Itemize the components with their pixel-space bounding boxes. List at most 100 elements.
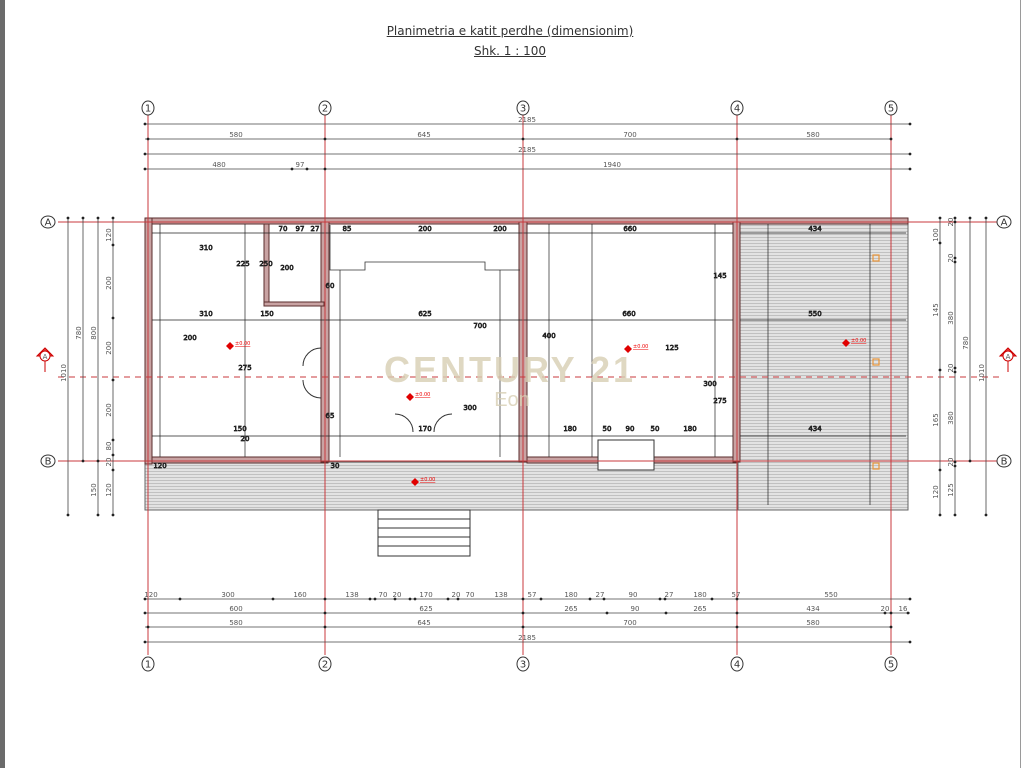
interior-dim-label: 310 <box>199 310 212 318</box>
grid-label-A: A <box>1001 218 1008 229</box>
interior-dim-label: 310 <box>199 244 212 252</box>
left-dim-detail-label: 120 <box>105 228 113 241</box>
right-dim-columns-label: 20 <box>947 364 955 373</box>
bottom-dim-detail-label: 550 <box>824 591 837 599</box>
bottom-dim-detail-label: 138 <box>494 591 507 599</box>
left-dim-partial-tick <box>96 459 100 463</box>
left-dim-detail-tick <box>111 243 115 247</box>
top-dim-axes-label: 580 <box>229 131 242 139</box>
left-dim-detail-label: 200 <box>105 276 113 289</box>
section-label: A <box>43 353 48 361</box>
right-dim-detail-tick <box>938 368 942 372</box>
bottom-dim-axes-tick <box>889 625 893 629</box>
bottom-dim-openings-label: 625 <box>419 605 432 613</box>
interior-dim-label: 300 <box>703 380 716 388</box>
bottom-dim-openings-label: 265 <box>564 605 577 613</box>
grid-bubble-B <box>996 454 1012 468</box>
column-marker-icon <box>872 462 880 470</box>
bottom-dim-detail-tick <box>408 597 412 601</box>
grid-bubble-3 <box>516 100 530 116</box>
entry-steps <box>377 509 471 557</box>
bottom-dim-detail-label: 70 <box>466 591 475 599</box>
interior-dim-label: 660 <box>623 225 636 233</box>
right-dim-columns-tick <box>953 366 957 370</box>
interior-dim-label: 20 <box>241 435 250 443</box>
interior-dim-label: 300 <box>463 404 476 412</box>
elevation-icon <box>406 393 414 401</box>
bottom-dim-detail-tick <box>908 597 912 601</box>
interior-dim-label: 70 <box>279 225 288 233</box>
interior-dim-label: 400 <box>542 332 555 340</box>
left-dim-detail-tick <box>111 378 115 382</box>
bottom-dim-axes-label: 645 <box>417 619 430 627</box>
left-dim-overall-tick <box>66 216 70 220</box>
right-dim-columns-label: 125 <box>947 483 955 496</box>
right-dim-detail-tick <box>938 241 942 245</box>
elevation-label: ±0.00 <box>633 344 648 350</box>
grid-bubble-A <box>996 215 1012 229</box>
top-dim-partial-tick <box>305 167 309 171</box>
elevation-label: ±0.00 <box>420 477 435 483</box>
bottom-dim-detail-tick <box>658 597 662 601</box>
bottom-dim-openings-label: 434 <box>806 605 820 613</box>
interior-dim-label: 120 <box>153 462 166 470</box>
grid-label-5: 5 <box>888 104 894 115</box>
left-dim-axes-label: 780 <box>75 326 83 339</box>
bottom-dim-detail-label: 138 <box>345 591 358 599</box>
bottom-dim-openings-label: 600 <box>229 605 242 613</box>
bottom-dim-detail-tick <box>143 597 147 601</box>
top-dim-partial-tick <box>143 167 147 171</box>
bottom-dim-detail-label: 120 <box>144 591 157 599</box>
top-dim-axes-label: 580 <box>806 131 819 139</box>
interior-dim-label: 170 <box>418 425 431 433</box>
interior-dim-label: 180 <box>563 425 576 433</box>
interior-dim-label: 150 <box>260 310 273 318</box>
left-dim-detail-label: 200 <box>105 341 113 354</box>
right-dim-columns-tick <box>953 216 957 220</box>
interior-dim-label: 200 <box>493 225 506 233</box>
right-dim-overall-label: 1010 <box>978 364 986 382</box>
interior-dim-label: 200 <box>183 334 196 342</box>
interior-dim-label: 90 <box>626 425 635 433</box>
bottom-dim-openings-label: 90 <box>631 605 640 613</box>
bottom-dim-axes-tick <box>146 625 150 629</box>
right-dim-detail-tick <box>938 468 942 472</box>
bottom-dim-overall-label: 2185 <box>518 634 536 642</box>
interior-dim-label: 27 <box>311 225 320 233</box>
interior-dim-label: 434 <box>808 425 822 433</box>
right-dim-columns-label: 380 <box>947 311 955 324</box>
bottom-dim-openings-tick <box>664 611 668 615</box>
bottom-dim-detail-tick <box>393 597 397 601</box>
interior-dim-label: 200 <box>280 264 293 272</box>
column-marker-icon <box>872 254 880 262</box>
bottom-dim-detail-tick <box>521 597 525 601</box>
bottom-dim-detail-tick <box>710 597 714 601</box>
left-dim-detail-label: 80 <box>105 442 113 451</box>
watermark-brand: CENTURY 21 <box>384 349 636 390</box>
bottom-dim-axes-label: 700 <box>623 619 636 627</box>
elevation-label: ±0.00 <box>415 392 430 398</box>
bottom-dim-openings-tick <box>906 611 910 615</box>
left-dim-detail-tick <box>111 468 115 472</box>
left-dim-partial-label: 150 <box>90 483 98 496</box>
right-dim-axes-label: 780 <box>962 336 970 349</box>
top-dim-partial-label: 480 <box>212 161 225 169</box>
top-dim-axes-tick <box>323 137 327 141</box>
left-dim-detail-tick <box>111 216 115 220</box>
right-dim-columns-label: 20 <box>947 254 955 263</box>
right-dim-columns-label: 380 <box>947 411 955 424</box>
left-dim-detail-tick <box>111 316 115 320</box>
bottom-dim-detail-label: 57 <box>528 591 537 599</box>
bottom-dim-openings-tick <box>143 611 147 615</box>
top-dim-axes-tick <box>521 137 525 141</box>
top-dim-overall-tick <box>143 122 147 126</box>
bottom-dim-openings-tick <box>889 611 893 615</box>
column-marker-icon <box>872 358 880 366</box>
left-dim-overall-tick <box>66 513 70 517</box>
bottom-dim-overall-tick <box>143 640 147 644</box>
interior-dim-label: 60 <box>326 282 335 290</box>
interior-dim-label: 145 <box>713 272 726 280</box>
top-dim-axes-tick <box>889 137 893 141</box>
grid-bubble-5 <box>884 100 898 116</box>
